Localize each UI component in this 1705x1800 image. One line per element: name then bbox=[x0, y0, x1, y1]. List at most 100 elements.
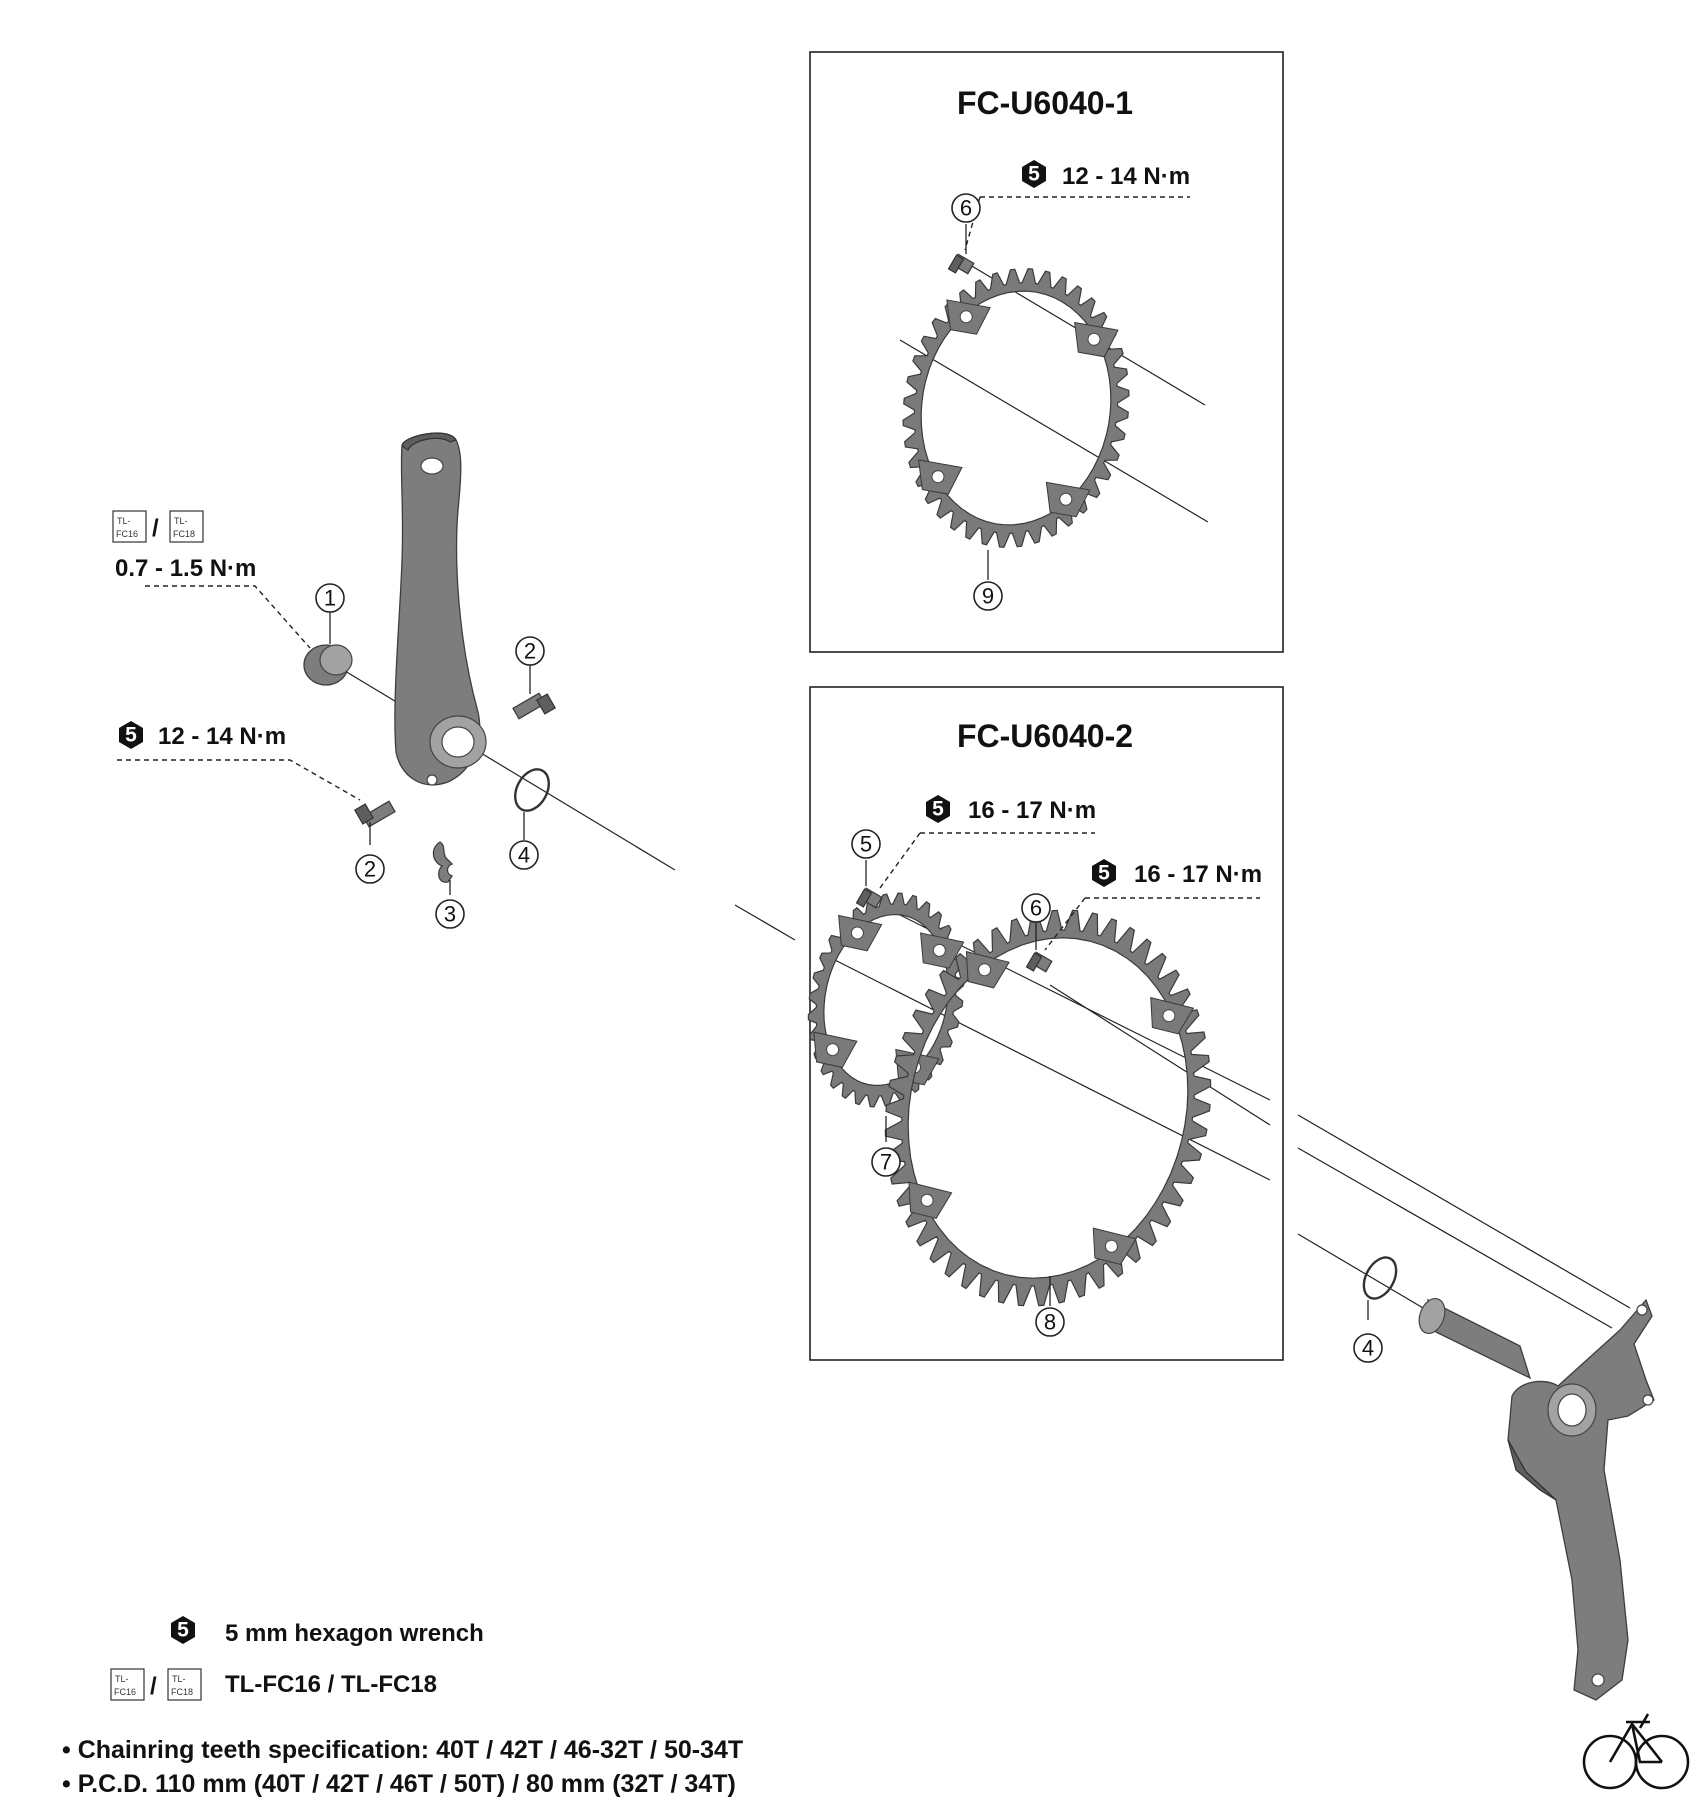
hex-wrench-icon bbox=[1022, 160, 1046, 188]
svg-text:TL-: TL- bbox=[172, 1674, 186, 1684]
chainring-9 bbox=[902, 268, 1130, 548]
o-ring-left bbox=[514, 768, 550, 812]
svg-text:6: 6 bbox=[1030, 896, 1042, 921]
panel-title-fc-u6040-2: FC-U6040-2 bbox=[957, 718, 1133, 754]
svg-text:TL-: TL- bbox=[115, 1674, 129, 1684]
chainring-bolt-inner bbox=[855, 887, 883, 909]
hex-wrench-icon bbox=[1092, 859, 1116, 887]
chainring-bolt-top-panel bbox=[947, 253, 975, 275]
right-crank-arm bbox=[1418, 1297, 1655, 1701]
panel-fc-u6040-1 bbox=[809, 51, 1284, 653]
spec-teeth: • Chainring teeth specification: 40T / 4… bbox=[62, 1736, 744, 1764]
tl-fc16-tool-icon: TL- FC16 bbox=[110, 1668, 145, 1701]
svg-text:9: 9 bbox=[982, 584, 994, 609]
chainring-7 bbox=[807, 892, 965, 1108]
callout-2-lower: 2 bbox=[355, 854, 385, 884]
legend: 5 5 mm hexagon wrench TL- FC16 / TL- FC1… bbox=[110, 1616, 484, 1701]
legend-wrench: 5 5 mm hexagon wrench bbox=[171, 1616, 484, 1647]
tl-fc18-tool-icon: TL- FC18 bbox=[169, 510, 204, 543]
svg-text:2: 2 bbox=[524, 639, 536, 664]
panel-title-fc-u6040-1: FC-U6040-1 bbox=[957, 85, 1133, 121]
callout-2-upper: 2 bbox=[515, 636, 545, 666]
torque-inner-bolt: 5 16 - 17 N·m bbox=[926, 795, 1096, 824]
callout-8: 8 bbox=[1035, 1307, 1065, 1337]
bolt-hole bbox=[1162, 1009, 1176, 1023]
svg-text:12 - 14 N·m: 12 - 14 N·m bbox=[1062, 163, 1190, 190]
svg-text:16 - 17 N·m: 16 - 17 N·m bbox=[1134, 861, 1262, 888]
torque-top-panel: 5 12 - 14 N·m bbox=[1022, 160, 1190, 190]
safety-plate bbox=[432, 841, 454, 883]
bicycle-icon bbox=[1582, 1713, 1690, 1790]
svg-text:0.7 - 1.5 N·m: 0.7 - 1.5 N·m bbox=[115, 555, 256, 582]
svg-text:FC16: FC16 bbox=[114, 1687, 136, 1697]
panel-fc-u6040-2 bbox=[809, 686, 1284, 1361]
chainring-8 bbox=[884, 909, 1212, 1307]
torque-cap: TL- FC16 / TL- FC18 0.7 - 1.5 N·m bbox=[112, 510, 256, 582]
hex-wrench-icon bbox=[119, 721, 143, 749]
svg-text:5: 5 bbox=[1028, 163, 1040, 186]
callout-6-top-panel: 6 bbox=[951, 193, 981, 223]
chainring-body bbox=[884, 909, 1212, 1307]
svg-text:/: / bbox=[150, 1673, 157, 1700]
bolt-hole bbox=[959, 310, 973, 324]
hex-wrench-icon bbox=[926, 795, 950, 823]
svg-text:2: 2 bbox=[364, 857, 376, 882]
bolt-hole bbox=[1059, 492, 1073, 506]
svg-text:5: 5 bbox=[1098, 862, 1110, 885]
torque-crank-bolt: 5 12 - 14 N·m bbox=[119, 721, 286, 750]
svg-text:TL-FC16 / TL-FC18: TL-FC16 / TL-FC18 bbox=[225, 1671, 437, 1698]
callout-4-right: 4 bbox=[1353, 1333, 1383, 1363]
callout-7: 7 bbox=[871, 1147, 901, 1177]
crank-cap bbox=[303, 644, 353, 686]
svg-text:FC18: FC18 bbox=[173, 529, 195, 539]
callout-4-left: 4 bbox=[509, 840, 539, 870]
svg-text:5: 5 bbox=[932, 798, 944, 821]
legend-tools: TL- FC16 / TL- FC18 TL-FC16 / TL-FC18 bbox=[110, 1668, 437, 1701]
callout-1: 1 bbox=[315, 583, 345, 613]
svg-text:8: 8 bbox=[1044, 1310, 1056, 1335]
pinch-bolt-upper bbox=[512, 692, 557, 720]
bolt-hole bbox=[920, 1193, 934, 1207]
callout-6-bottom-panel: 6 bbox=[1021, 893, 1051, 923]
bolt-hole bbox=[826, 1043, 840, 1057]
svg-text:FC16: FC16 bbox=[116, 529, 138, 539]
left-crank-arm bbox=[394, 432, 487, 786]
leader-lines bbox=[117, 196, 1369, 1320]
callout-5: 5 bbox=[851, 829, 881, 859]
svg-text:/: / bbox=[152, 515, 159, 542]
bolt-hole bbox=[1087, 332, 1101, 346]
spec-pcd: • P.C.D. 110 mm (40T / 42T / 46T / 50T) … bbox=[62, 1770, 736, 1798]
callout-3: 3 bbox=[435, 899, 465, 929]
pinch-bolt-lower bbox=[353, 800, 396, 828]
tl-fc18-tool-icon: TL- FC18 bbox=[167, 1668, 202, 1701]
svg-text:TL-: TL- bbox=[174, 516, 188, 526]
hex-wrench-icon bbox=[171, 1616, 195, 1644]
svg-text:4: 4 bbox=[518, 843, 530, 868]
callout-9: 9 bbox=[973, 581, 1003, 611]
svg-text:FC18: FC18 bbox=[171, 1687, 193, 1697]
svg-text:6: 6 bbox=[960, 196, 972, 221]
svg-text:5: 5 bbox=[860, 832, 872, 857]
bolt-hole bbox=[978, 963, 992, 977]
o-ring-right bbox=[1362, 1256, 1398, 1300]
torque-outer-bolt: 5 16 - 17 N·m bbox=[1092, 859, 1262, 888]
assembly-axis-lines bbox=[334, 261, 1631, 1329]
bolt-hole bbox=[932, 943, 946, 957]
bolt-hole bbox=[931, 470, 945, 484]
chainring-body bbox=[807, 892, 965, 1108]
svg-text:1: 1 bbox=[324, 586, 336, 611]
chainring-bolt-outer bbox=[1025, 951, 1053, 973]
svg-text:4: 4 bbox=[1362, 1336, 1374, 1361]
svg-text:7: 7 bbox=[880, 1150, 892, 1175]
svg-text:5: 5 bbox=[177, 1619, 189, 1642]
svg-text:3: 3 bbox=[444, 902, 456, 927]
svg-text:12 - 14 N·m: 12 - 14 N·m bbox=[158, 723, 286, 750]
bolt-hole bbox=[850, 926, 864, 940]
svg-text:5 mm hexagon wrench: 5 mm hexagon wrench bbox=[225, 1620, 484, 1647]
svg-text:TL-: TL- bbox=[117, 516, 131, 526]
svg-text:16 - 17 N·m: 16 - 17 N·m bbox=[968, 797, 1096, 824]
svg-text:5: 5 bbox=[125, 724, 137, 747]
bolt-hole bbox=[1104, 1239, 1118, 1253]
tl-fc16-tool-icon: TL- FC16 bbox=[112, 510, 147, 543]
